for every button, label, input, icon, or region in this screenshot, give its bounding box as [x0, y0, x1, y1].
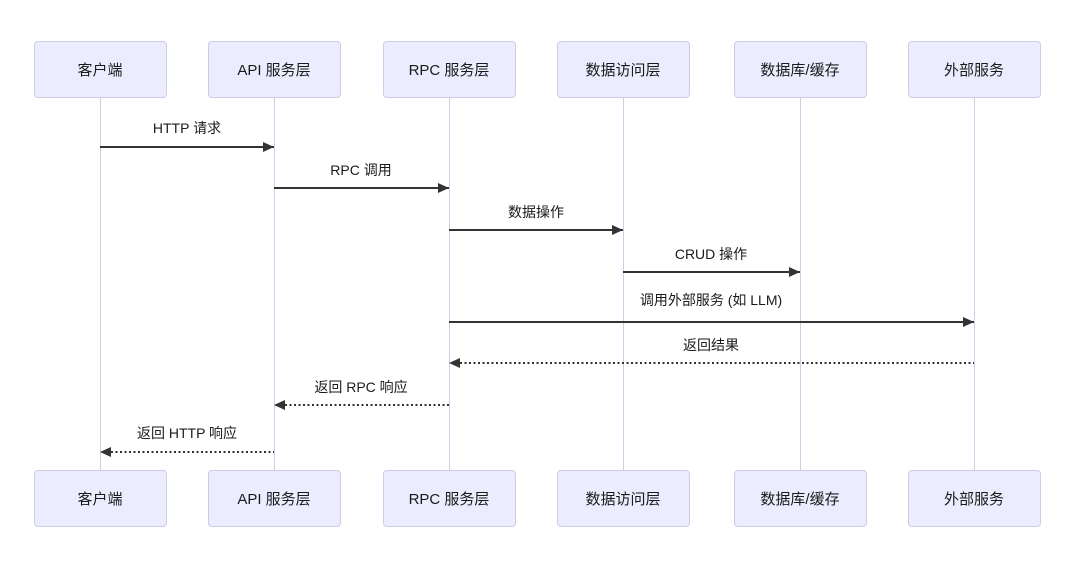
actor-label: API 服务层 [237, 62, 311, 79]
lifeline-client [99, 98, 101, 470]
lifeline-database-cache [799, 98, 801, 470]
message-call-external-service-arrowhead-icon [963, 317, 974, 327]
actor-bottom-client: 客户端 [33, 470, 167, 527]
message-return-http-response-arrowhead-icon [100, 447, 111, 457]
message-data-operation-line [449, 229, 623, 231]
actor-label: 客户端 [77, 62, 123, 79]
actor-top-api-layer: API 服务层 [207, 41, 341, 98]
actor-label: 数据访问层 [585, 62, 661, 79]
lifeline-data-access-layer [622, 98, 624, 470]
message-http-request-line [100, 146, 274, 148]
message-return-result-line [460, 362, 974, 364]
message-return-http-response-line [111, 451, 274, 453]
message-http-request-label: HTTP 请求 [152, 120, 222, 136]
message-return-rpc-response-line [285, 404, 449, 406]
message-crud-operation-line [623, 271, 800, 273]
message-crud-operation-label: CRUD 操作 [674, 246, 748, 262]
message-rpc-call-line [274, 187, 449, 189]
actor-label: RPC 服务层 [408, 491, 490, 508]
actor-top-data-access-layer: 数据访问层 [556, 41, 690, 98]
message-data-operation-label: 数据操作 [508, 204, 564, 220]
lifeline-rpc-layer [448, 98, 450, 470]
message-return-http-response-label: 返回 HTTP 响应 [136, 425, 238, 441]
actor-top-external-service: 外部服务 [907, 41, 1041, 98]
actor-label: RPC 服务层 [408, 62, 490, 79]
actor-top-client: 客户端 [33, 41, 167, 98]
message-return-result-arrowhead-icon [449, 358, 460, 368]
lifeline-external-service [973, 98, 975, 470]
actor-label: 数据库/缓存 [760, 491, 840, 508]
actor-label: 外部服务 [943, 491, 1004, 508]
message-data-operation-arrowhead-icon [612, 225, 623, 235]
message-rpc-call-label: RPC 调用 [330, 162, 392, 178]
lifeline-api-layer [273, 98, 275, 470]
message-call-external-service-line [449, 321, 974, 323]
message-return-rpc-response-label: 返回 RPC 响应 [314, 379, 408, 395]
actor-bottom-api-layer: API 服务层 [207, 470, 341, 527]
actor-top-database-cache: 数据库/缓存 [733, 41, 867, 98]
message-http-request-arrowhead-icon [263, 142, 274, 152]
actor-label: 数据访问层 [585, 491, 661, 508]
actor-label: 客户端 [77, 491, 123, 508]
actor-label: 数据库/缓存 [760, 62, 840, 79]
actor-bottom-rpc-layer: RPC 服务层 [382, 470, 516, 527]
message-return-result-label: 返回结果 [683, 337, 739, 353]
actor-bottom-external-service: 外部服务 [907, 470, 1041, 527]
actor-top-rpc-layer: RPC 服务层 [382, 41, 516, 98]
message-rpc-call-arrowhead-icon [438, 183, 449, 193]
message-crud-operation-arrowhead-icon [789, 267, 800, 277]
actor-bottom-database-cache: 数据库/缓存 [733, 470, 867, 527]
message-call-external-service-label: 调用外部服务 (如 LLM) [639, 292, 783, 308]
actor-label: API 服务层 [237, 491, 311, 508]
actor-label: 外部服务 [943, 62, 1004, 79]
message-return-rpc-response-arrowhead-icon [274, 400, 285, 410]
actor-bottom-data-access-layer: 数据访问层 [556, 470, 690, 527]
